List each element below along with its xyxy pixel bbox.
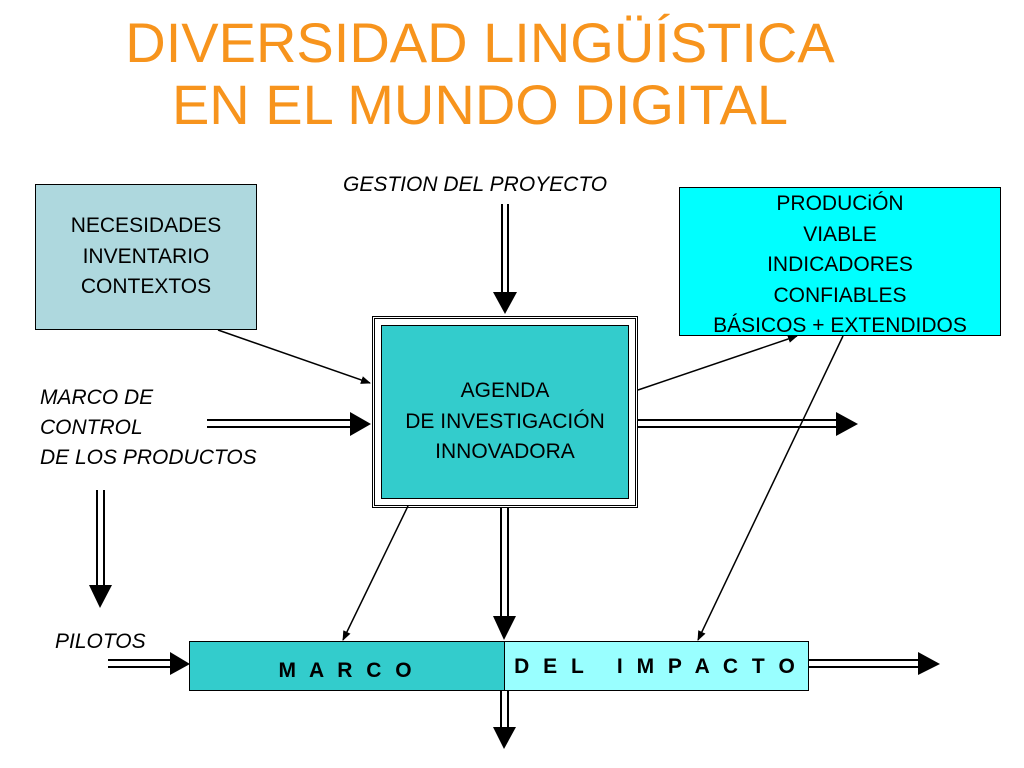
arrow-agenda-to-impact <box>493 508 516 640</box>
arrow-control-to-pilotos <box>89 490 112 608</box>
arrow-pilotos-to-marco <box>108 652 190 675</box>
production-line-3: INDICADORES <box>767 253 913 276</box>
arrow-impact-down-output <box>493 691 516 749</box>
arrow-gestion-to-agenda <box>493 204 517 314</box>
page-title: DIVERSIDAD LINGÜÍSTICA EN EL MUNDO DIGIT… <box>0 12 960 136</box>
production-line-4: CONFIABLES <box>773 283 907 307</box>
marco-control-line-1: MARCO DE <box>40 386 154 409</box>
gestion-label: GESTION DEL PROYECTO <box>343 173 608 196</box>
pilotos-label: PILOTOS <box>55 630 146 653</box>
agenda-line-1: AGENDA <box>460 379 550 402</box>
arrow-production-to-impacto <box>697 335 844 641</box>
marco-control-line-2: CONTROL <box>40 416 143 439</box>
impacto-label: D E L I M P A C T O <box>514 655 799 678</box>
agenda-line-3: INNOVADORA <box>435 440 575 463</box>
needs-box: NECESIDADES INVENTARIO CONTEXTOS <box>35 184 257 330</box>
production-line-2: VIABLE <box>803 222 877 246</box>
needs-line-1: NECESIDADES <box>70 214 222 238</box>
marco-box: M A R C O <box>189 641 505 691</box>
marco-control-line-3: DE LOS PRODUCTOS <box>40 446 257 469</box>
needs-line-3: CONTEXTOS <box>80 275 212 299</box>
impacto-box: D E L I M P A C T O <box>504 641 809 691</box>
production-line-5: BÁSICOS + EXTENDIDOS <box>713 314 967 337</box>
arrow-agenda-output <box>638 412 858 436</box>
agenda-line-2: DE INVESTIGACIÓN <box>405 409 605 433</box>
agenda-inner: AGENDA DE INVESTIGACIÓN INNOVADORA <box>381 325 629 499</box>
marco-label: M A R C O <box>278 659 416 682</box>
marco-control-label: MARCO DE CONTROL DE LOS PRODUCTOS <box>40 383 257 473</box>
needs-line-2: INVENTARIO <box>82 244 210 268</box>
arrow-needs-to-agenda <box>217 329 371 384</box>
title-line-2: EN EL MUNDO DIGITAL <box>171 73 789 136</box>
arrow-control-to-agenda <box>207 412 371 436</box>
title-line-1: DIVERSIDAD LINGÜÍSTICA <box>125 11 835 74</box>
arrow-agenda-to-production <box>637 335 798 391</box>
arrow-agenda-to-marco <box>342 505 409 641</box>
agenda-box: AGENDA DE INVESTIGACIÓN INNOVADORA <box>372 316 638 508</box>
production-box: PRODUCiÓN VIABLE INDICADORES CONFIABLES … <box>679 187 1001 337</box>
production-line-1: PRODUCiÓN <box>776 192 904 215</box>
arrow-impacto-output <box>809 652 940 675</box>
